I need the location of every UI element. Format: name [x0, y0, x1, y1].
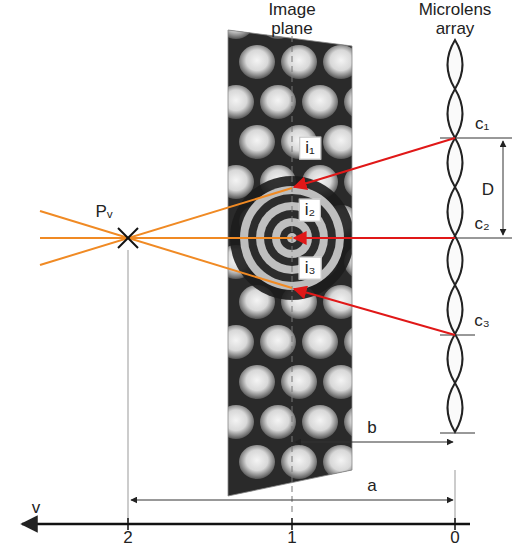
pitch-dimension — [503, 141, 504, 235]
plane-axis — [292, 36, 293, 512]
lens-ticks — [440, 138, 512, 433]
distance-a — [131, 500, 453, 501]
symbol-label: i₁ — [299, 137, 321, 160]
symbol-label: Pᵥ — [93, 203, 116, 222]
guide-line — [455, 470, 456, 522]
lens-rays — [294, 138, 455, 335]
symbol-label: a — [364, 477, 379, 496]
symbol-label: i₂ — [299, 199, 321, 222]
symbol-label: D — [479, 181, 497, 200]
microlens-array — [448, 40, 463, 432]
image-plane-picture — [218, 5, 401, 510]
virtual-point — [118, 228, 138, 248]
symbol-label: c₃ — [474, 312, 489, 331]
distance-b — [295, 442, 453, 443]
symbol-label: c₂ — [474, 215, 489, 234]
plane-outline — [228, 30, 352, 496]
axis-label: 2 — [123, 529, 132, 546]
symbol-label: c₁ — [475, 115, 489, 134]
symbol-label: b — [364, 419, 379, 438]
guide-line — [128, 250, 129, 522]
symbol-label: i₃ — [299, 257, 322, 280]
axis-label: v — [32, 499, 41, 518]
part-name: Microlens array — [417, 1, 494, 38]
axis-label: 1 — [287, 529, 296, 546]
virtual-depth-axis — [22, 523, 470, 526]
part-name: Image plane — [266, 1, 318, 38]
axis-label: 0 — [450, 529, 459, 546]
virtual-rays — [40, 188, 292, 288]
